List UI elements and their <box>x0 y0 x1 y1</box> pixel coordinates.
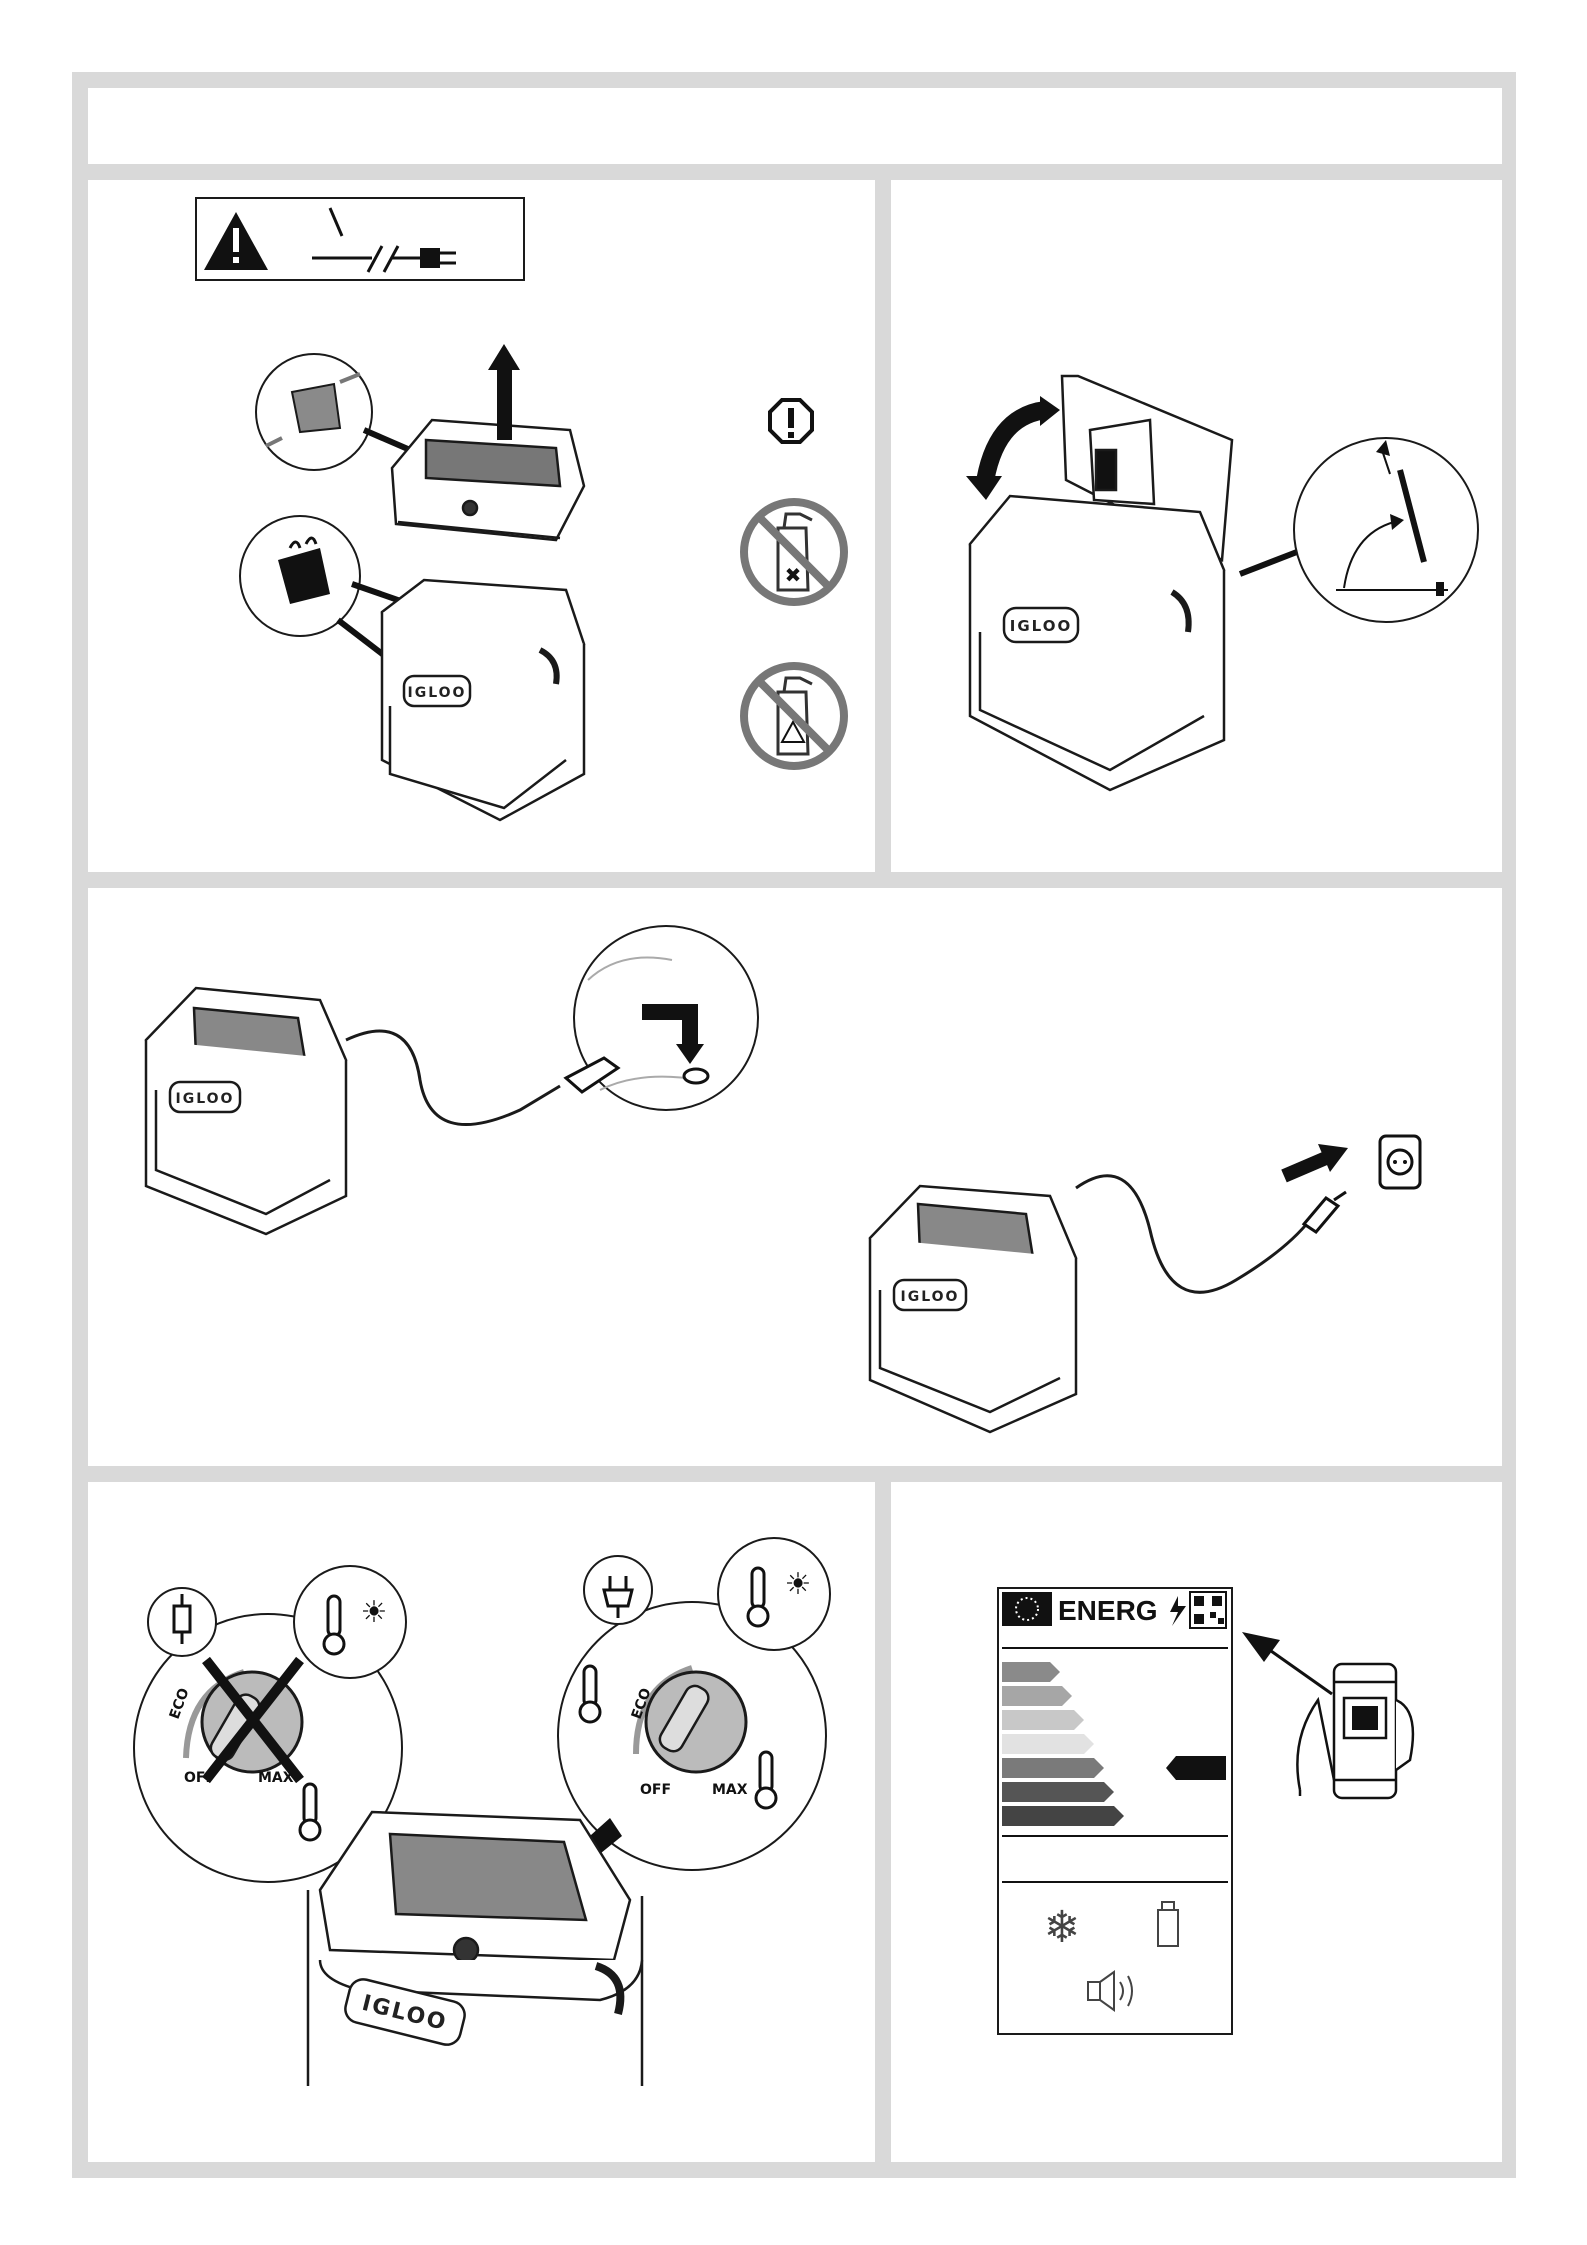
ac-plug-badge <box>584 1556 652 1624</box>
off-label: OFF <box>184 1770 215 1786</box>
max-label: MAX <box>712 1782 748 1798</box>
snowflake-icon: ❄ <box>1044 1902 1081 1953</box>
energy-label-card: ENERG ❄ <box>998 1588 1232 2034</box>
wall-socket-icon <box>1380 1136 1420 1188</box>
svg-text:✖: ✖ <box>785 563 802 587</box>
svg-text:☀: ☀ <box>361 1595 388 1630</box>
storage-box-icon <box>1158 1902 1178 1946</box>
removed-lid-illustration <box>392 420 584 540</box>
cooler-car-socket-illustration: IGLOO <box>146 988 346 1234</box>
cooler-logo: IGLOO <box>1010 617 1072 635</box>
sun-thermometer-badge: ☀ <box>718 1538 830 1650</box>
cooler-logo: IGLOO <box>901 1289 960 1305</box>
no-spray-cleaner-icon: ✖ <box>744 502 844 602</box>
cooler-logo: IGLOO <box>176 1091 235 1107</box>
cooler-logo: IGLOO <box>408 685 467 701</box>
sun-thermometer-badge: ☀ <box>294 1566 406 1678</box>
qr-code-icon <box>1190 1592 1226 1628</box>
attention-octagon-icon <box>770 400 812 442</box>
no-hazard-spray-icon <box>744 666 844 766</box>
lid-angle-circle <box>1294 438 1478 622</box>
dc-plug-badge <box>148 1588 216 1656</box>
max-label: MAX <box>258 1770 294 1786</box>
unplug-warning-box <box>196 198 524 280</box>
class-indicator-arrow <box>1166 1756 1226 1780</box>
thermometer-icon <box>300 1784 320 1840</box>
svg-text:☀: ☀ <box>785 1567 812 1602</box>
energy-label-heading: ENERG <box>1058 1595 1158 1626</box>
off-label: OFF <box>640 1782 671 1798</box>
